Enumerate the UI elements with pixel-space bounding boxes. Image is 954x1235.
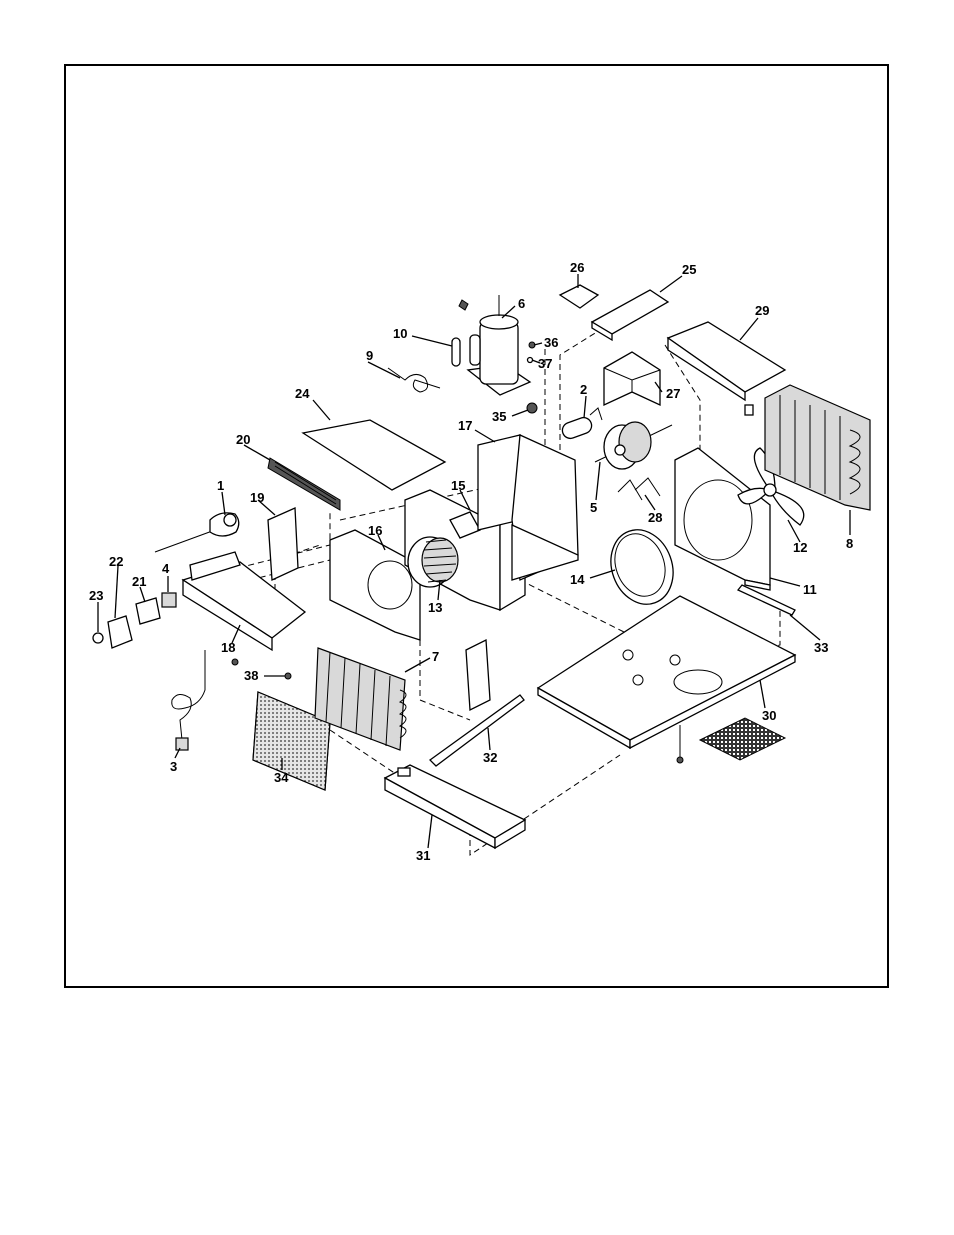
callout-37: 37: [538, 356, 552, 371]
callout-21: 21: [132, 574, 146, 589]
part-20-grille: [267, 457, 341, 511]
part-30-base-pan: [536, 595, 797, 750]
callout-24: 24: [295, 386, 310, 401]
part-14-orifice-ring: [610, 529, 674, 605]
callout-25: 25: [682, 262, 696, 277]
callout-17: 17: [458, 418, 472, 433]
part-21-plate: [135, 597, 161, 625]
callout-8: 8: [846, 536, 853, 551]
callout-38: 38: [244, 668, 258, 683]
part-25-control-panel: [590, 289, 670, 342]
part-11-fan-shroud: [674, 447, 771, 591]
callout-19: 19: [250, 490, 264, 505]
callout-29: 29: [755, 303, 769, 318]
part-1-thermostat: [154, 512, 240, 553]
part-5-fan-motor: [594, 421, 673, 470]
filter-panel: [465, 638, 491, 712]
part-18-control-box: [181, 551, 307, 652]
callout-27: 27: [666, 386, 680, 401]
callout-2: 2: [580, 382, 587, 397]
callout-22: 22: [109, 554, 123, 569]
callout-26: 26: [570, 260, 584, 275]
part-38-screw: [284, 672, 292, 680]
callout-14: 14: [570, 572, 585, 587]
part-22-plate: [107, 615, 133, 649]
part-29-top-cover: [666, 321, 787, 402]
part-7-evaporator-coil: [314, 647, 407, 751]
callout-13: 13: [428, 600, 442, 615]
callout-3: 3: [170, 759, 177, 774]
part-6-compressor: [466, 295, 532, 396]
callout-20: 20: [236, 432, 250, 447]
part-33-rail: [736, 584, 796, 616]
part-8-condenser-coil: [744, 384, 871, 511]
callout-11: 11: [803, 582, 817, 597]
part-17-cabinet-wall: [477, 434, 579, 581]
callout-33: 33: [814, 640, 828, 655]
part-2-capacitor: [561, 407, 603, 440]
part-3-power-cord: [171, 650, 206, 751]
callout-16: 16: [368, 523, 382, 538]
callout-labels: 1 2 3 4 5 6 7 8 9 10 11 12 13 14 15 16 1…: [89, 260, 853, 863]
part-16-partition: [329, 529, 421, 641]
callout-35: 35: [492, 409, 506, 424]
part-31-drain-pan: [383, 764, 527, 850]
part-23-knob: [92, 632, 104, 644]
part-37-washer: [526, 356, 534, 364]
part-35-grommet: [526, 402, 538, 414]
callout-5: 5: [590, 500, 597, 515]
callout-12: 12: [793, 540, 807, 555]
part-10-accumulator: [451, 337, 461, 367]
part-19-bracket: [267, 507, 299, 581]
part-13-blower-wheel: [407, 536, 459, 588]
part-27-motor-bracket: [603, 351, 661, 407]
part-28-clips: [617, 477, 661, 501]
leader-lines: [97, 274, 851, 849]
callout-7: 7: [432, 649, 439, 664]
nut-icon: [458, 299, 469, 311]
callout-34: 34: [274, 770, 289, 785]
part-12-fan-blade: [737, 447, 805, 526]
part-34-air-filter: [252, 691, 331, 791]
callout-30: 30: [762, 708, 776, 723]
mesh-screen: [698, 717, 787, 761]
callout-18: 18: [221, 640, 235, 655]
callout-6: 6: [518, 296, 525, 311]
part-24-top-panel: [301, 419, 447, 491]
part-26-bracket: [558, 284, 600, 309]
part-9-tube: [387, 367, 441, 393]
callout-28: 28: [648, 510, 662, 525]
base-screw: [676, 725, 684, 764]
part-32-drain-bar: [429, 694, 525, 767]
callout-31: 31: [416, 848, 430, 863]
callout-4: 4: [162, 561, 170, 576]
callout-9: 9: [366, 348, 373, 363]
callout-15: 15: [451, 478, 465, 493]
callout-1: 1: [217, 478, 224, 493]
callout-10: 10: [393, 326, 407, 341]
part-4-switch: [161, 592, 177, 608]
small-screw: [231, 658, 239, 666]
callout-36: 36: [544, 335, 558, 350]
callout-32: 32: [483, 750, 497, 765]
callout-23: 23: [89, 588, 103, 603]
